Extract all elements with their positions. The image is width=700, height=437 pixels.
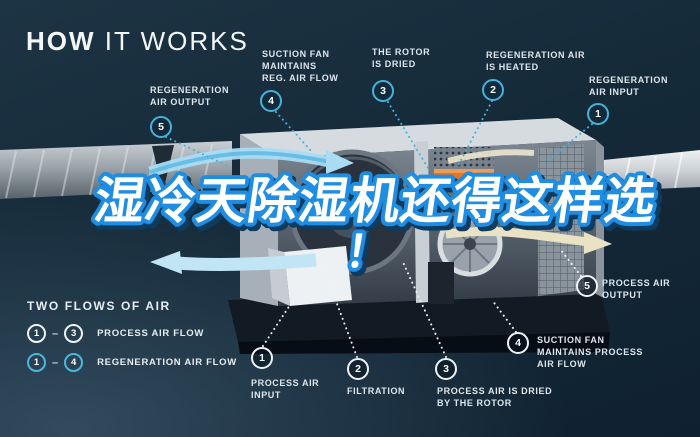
divider-panel [414, 141, 430, 303]
page-title-strong: HOW [26, 26, 96, 56]
headline-overlay: 湿冷天除湿机还得这样选 湿冷天除湿机还得这样选 ！ ！ [87, 168, 668, 280]
legend-label-regeneration: REGENERATION AIR FLOW [97, 357, 237, 368]
callout-label-regeneration-air-heated: REGENERATION AIR IS HEATED [486, 50, 586, 73]
callout-label-filtration: FILTRATION [347, 386, 406, 396]
badge-bottom-1: 1 [251, 347, 273, 369]
legend-dash: – [52, 327, 59, 340]
legend-circle-to: 3 [64, 324, 84, 343]
badge-top-2: 2 [482, 79, 504, 101]
filter-mesh [538, 144, 584, 296]
process-air-flow [148, 147, 354, 274]
legend-label-process: PROCESS AIR FLOW [97, 328, 205, 339]
callout-label-regeneration-air-input: REGENERATION AIR INPUT [589, 75, 669, 98]
badge-top-4: 4 [260, 90, 282, 112]
headline-line1: 湿冷天除湿机还得这样选 [91, 171, 660, 230]
callout-label-rotor-is-dried: THE ROTOR IS DRIED [372, 47, 431, 70]
callout-label-process-air-input: PROCESS AIR INPUT [251, 378, 320, 401]
badge-top-3: 3 [372, 80, 394, 102]
callout-label-suction-fan-reg: SUCTION FAN MAINTAINS REG. AIR FLOW [262, 49, 339, 84]
legend-row-regeneration: 1 – 4 REGENERATION AIR FLOW [27, 353, 237, 372]
headline-line1-shadow: 湿冷天除湿机还得这样选 [94, 175, 663, 234]
callout-label-regeneration-air-output: REGENERATION AIR OUTPUT [150, 85, 230, 108]
legend-circle-from: 1 [27, 324, 46, 343]
page-title: HOW IT WORKS [26, 26, 249, 57]
badge-bottom-4: 4 [507, 332, 529, 354]
pump-unit [428, 262, 454, 304]
headline-line2: ！ [342, 227, 394, 278]
leader-lines [165, 100, 593, 358]
cabinet-top-panel [240, 118, 596, 158]
leader-top-1 [545, 123, 593, 163]
badge-bottom-5: 5 [576, 275, 598, 297]
badge-bottom-2: 2 [347, 358, 369, 380]
callout-label-process-air-output: PROCESS AIR OUTPUT [602, 278, 671, 301]
badge-bottom-3: 3 [435, 358, 457, 380]
cabinet-right-edge [596, 140, 604, 298]
legend-title: TWO FLOWS OF AIR [27, 299, 171, 313]
leader-bottom-1 [262, 301, 293, 347]
legend-two-flows: TWO FLOWS OF AIR 1 – 3 PROCESS AIR FLOW … [27, 299, 237, 382]
page-title-light: IT WORKS [95, 26, 249, 56]
badge-top-5: 5 [150, 116, 172, 138]
legend-circle-from: 1 [27, 353, 46, 372]
leader-top-2 [457, 100, 493, 167]
regeneration-air-flow [445, 149, 612, 254]
legend-row-process: 1 – 3 PROCESS AIR FLOW [27, 324, 237, 343]
callout-label-suction-fan-process: SUCTION FAN MAINTAINS PROCESS AIR FLOW [537, 335, 644, 370]
leader-bottom-5 [559, 248, 582, 277]
legend-dash: – [52, 356, 59, 369]
leader-top-5 [165, 136, 229, 167]
headline-line2-shadow: ！ [345, 231, 397, 280]
legend-circle-to: 4 [64, 353, 84, 372]
callout-label-process-air-dried: PROCESS AIR IS DRIED BY THE ROTOR [437, 386, 553, 409]
leader-bottom-4 [491, 299, 517, 333]
badge-top-1: 1 [587, 103, 609, 125]
